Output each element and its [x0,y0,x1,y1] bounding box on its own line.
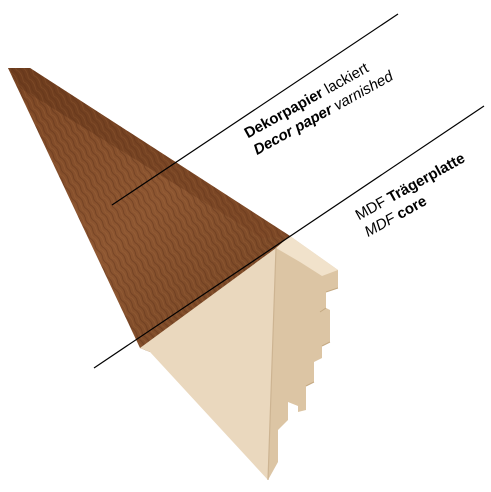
decor-callout-line [112,14,398,205]
